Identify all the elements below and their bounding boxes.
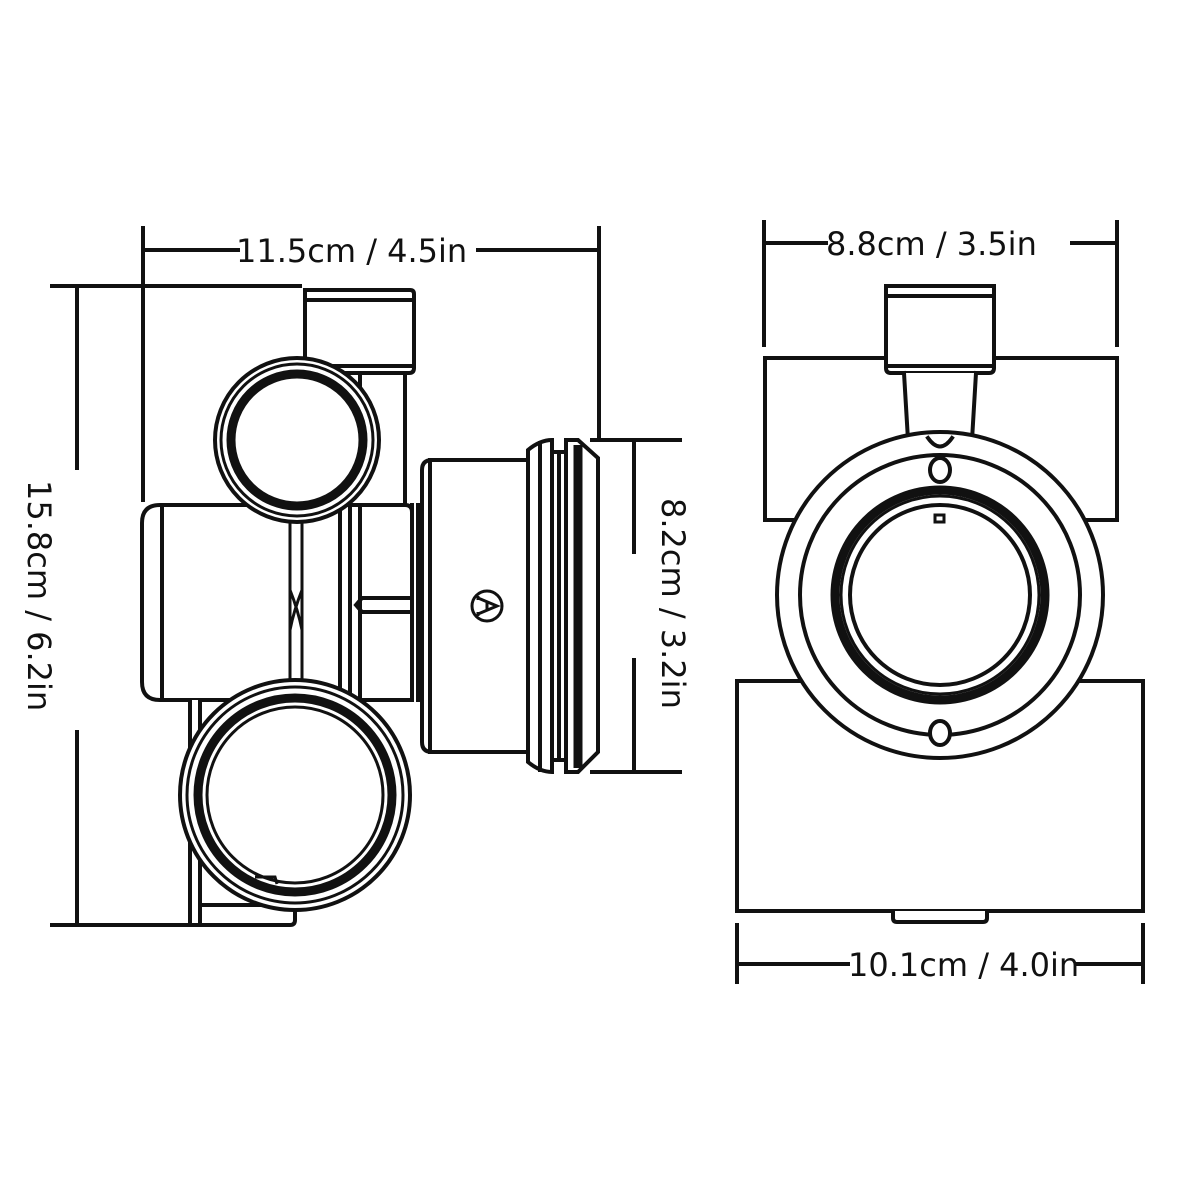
lug-slot-bottom xyxy=(928,719,952,747)
lower-port-base xyxy=(188,698,297,927)
dimension-outlet: 8.2cm / 3.2in xyxy=(590,438,692,774)
label-outlet-diameter: 8.2cm / 3.2in xyxy=(654,498,692,709)
dimension-front-top: 8.8cm / 3.5in xyxy=(762,220,1119,347)
upper-port xyxy=(213,356,381,524)
union-ring xyxy=(775,430,1105,760)
side-view: 11.5cm / 4.5in 15.8cm / 6.2in 8.2cm / 3.… xyxy=(20,226,692,927)
dimension-front-bottom: 10.1cm / 4.0in xyxy=(735,923,1145,984)
front-view: 8.8cm / 3.5in 10.1cm / 4.0in xyxy=(735,220,1145,984)
label-front-bottom-width: 10.1cm / 4.0in xyxy=(848,946,1079,984)
marking-symbol xyxy=(470,589,504,623)
side-body xyxy=(140,503,420,702)
label-front-top-width: 8.8cm / 3.5in xyxy=(826,225,1037,263)
dimension-side-width: 11.5cm / 4.5in xyxy=(141,226,601,502)
lower-port xyxy=(178,678,412,912)
union-outlet xyxy=(420,437,600,775)
label-side-height: 15.8cm / 6.2in xyxy=(20,480,58,711)
dimension-side-height: 15.8cm / 6.2in xyxy=(20,284,302,927)
label-side-width: 11.5cm / 4.5in xyxy=(236,232,467,270)
lug-slot-top xyxy=(928,456,952,484)
